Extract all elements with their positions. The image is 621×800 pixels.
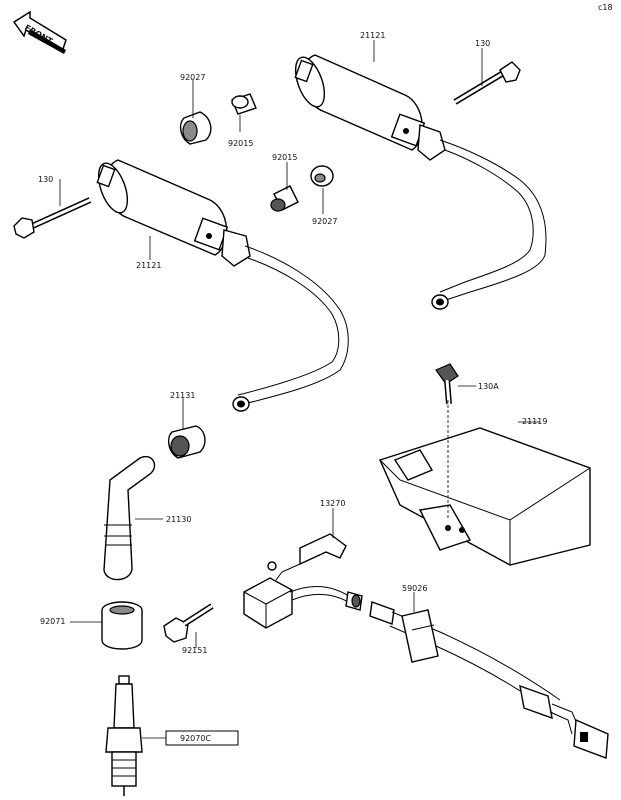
bolt-upper-right (453, 61, 521, 105)
sensor-bolt (163, 603, 214, 643)
label-ignitor: 21119 (522, 417, 547, 426)
label-sensor-bolt: 92151 (182, 646, 207, 655)
label-connector-holder: 59026 (402, 584, 427, 593)
label-coil-lower: 21121 (136, 261, 161, 270)
ignition-coil-lower (96, 159, 349, 412)
label-spark-plug: 92070C (180, 734, 211, 743)
label-bolt-left: 130 (38, 175, 53, 184)
front-arrow-icon: FRONT (12, 10, 67, 54)
spark-plug-label-box (165, 730, 239, 746)
label-coil-upper: 21121 (360, 31, 385, 40)
label-spark-plug-collar: 92071 (40, 617, 65, 626)
label-collar-mid: 92015 (272, 153, 297, 162)
plug-cap-nut (167, 425, 206, 459)
bracket-and-sensor (243, 533, 363, 629)
spark-plug-cap (103, 455, 156, 581)
ignitor-bolt (435, 363, 459, 405)
label-ignitor-bolt: 130A (478, 382, 499, 391)
label-bracket: 13270 (320, 499, 345, 508)
label-collar-left: 92015 (228, 139, 253, 148)
label-plug-cap-nut: 21131 (170, 391, 195, 400)
collar-left (231, 93, 257, 115)
spark-plug-collar (101, 601, 143, 650)
rubber-damper-mid (310, 165, 334, 187)
part-labels: 21121 130 92027 92015 92015 92027 130 21… (38, 31, 547, 746)
rubber-damper-left (179, 111, 212, 145)
ignition-coil-upper (294, 54, 547, 310)
collar-mid (270, 185, 299, 212)
label-damper-mid: 92027 (312, 217, 337, 226)
spark-plug (105, 675, 143, 796)
leader-lines (59, 40, 540, 739)
label-bolt-upper-right: 130 (475, 39, 490, 48)
ignitor-unit (379, 427, 591, 566)
label-damper-left: 92027 (180, 73, 205, 82)
label-plug-cap: 21130 (166, 515, 191, 524)
bolt-left (13, 197, 92, 239)
page-code: c18 (598, 3, 613, 12)
harness-and-connector (369, 601, 609, 759)
